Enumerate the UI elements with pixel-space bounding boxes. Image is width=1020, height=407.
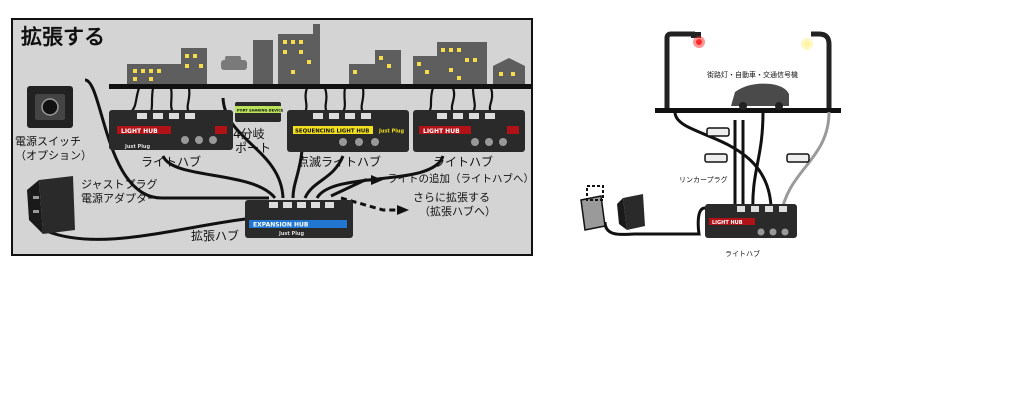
light-hub-right-diagram: LIGHT HUB bbox=[705, 204, 797, 238]
adapter-label-2: 電源アダプター bbox=[81, 191, 158, 205]
device-wires bbox=[130, 87, 494, 113]
cable-yellow-lamp bbox=[779, 111, 831, 217]
power-switch-option-label: （オプション） bbox=[15, 149, 92, 162]
port-sharing-text: PORT SHARING DEVICE bbox=[237, 109, 284, 113]
battery-box-icon bbox=[580, 185, 606, 231]
expansion-hub-label: 拡張ハブ bbox=[191, 228, 239, 243]
red-street-lamp-icon bbox=[664, 31, 705, 112]
linker-plug-icon bbox=[704, 127, 810, 163]
sequencing-hub-label: 点滅ライトハブ bbox=[297, 154, 381, 169]
cable-adapter bbox=[603, 206, 706, 236]
light-hub-left-text: LIGHT HUB bbox=[121, 128, 158, 135]
cable-red-lamp bbox=[673, 111, 773, 217]
light-hub-left-brand: Just Plug bbox=[124, 144, 150, 150]
light-hub-right-label: ライトハブ bbox=[433, 154, 493, 169]
power-adapter-icon-right bbox=[617, 194, 645, 230]
light-hub-left: LIGHT HUB Just Plug bbox=[109, 110, 233, 150]
sequencing-hub-text: SEQUENCING LIGHT HUB bbox=[295, 129, 369, 135]
car-icon bbox=[731, 83, 789, 110]
light-hub-right-text-2: LIGHT HUB bbox=[712, 220, 743, 226]
diagram-title: 拡張する bbox=[21, 25, 105, 49]
power-switch-label: 電源スイッチ bbox=[15, 134, 81, 148]
light-hub-right-text: LIGHT HUB bbox=[423, 128, 460, 135]
city-skyline bbox=[109, 24, 531, 89]
street-scene-diagram: 街路灯・自動車・交通信号機 リンカープラグ LIGHT HUB ライトハブ bbox=[575, 20, 845, 265]
add-lights-label: ライトの追加（ライトハブへ） bbox=[387, 172, 531, 185]
street-caption: 街路灯・自動車・交通信号機 bbox=[707, 70, 798, 79]
hub-cables bbox=[48, 78, 445, 241]
power-switch-icon bbox=[27, 86, 73, 128]
branch-port: PORT SHARING DEVICE bbox=[235, 102, 284, 122]
cable-car bbox=[751, 111, 765, 217]
adapter-label: ジャストプラグ bbox=[81, 177, 157, 191]
linker-plug-label: リンカープラグ bbox=[679, 175, 728, 184]
expansion-hub: EXPANSION HUB Just Plug bbox=[245, 200, 353, 238]
light-hub-label-right: ライトハブ bbox=[725, 249, 760, 258]
expansion-hub-brand: Just Plug bbox=[278, 231, 304, 237]
sequencing-light-hub: SEQUENCING LIGHT HUB Just Plug bbox=[287, 110, 409, 152]
light-hub-left-label: ライトハブ bbox=[141, 154, 201, 169]
power-adapter-icon bbox=[27, 176, 75, 234]
expansion-hub-text: EXPANSION HUB bbox=[253, 222, 309, 229]
branch-port-label: 4分岐 bbox=[233, 127, 265, 141]
expand-more-label: さらに拡張する bbox=[413, 190, 490, 204]
expansion-diagram-panel: LIGHT HUB Just Plug PORT SHARING DEVICE … bbox=[11, 18, 533, 256]
branch-port-label-2: ポート bbox=[235, 141, 271, 155]
ground-line bbox=[655, 108, 841, 113]
expand-more-label-2: （拡張ハブへ） bbox=[419, 204, 496, 218]
sequencing-hub-brand: Just Plug bbox=[378, 129, 404, 135]
yellow-street-lamp-icon bbox=[801, 31, 832, 112]
light-hub-right: LIGHT HUB bbox=[413, 110, 525, 152]
